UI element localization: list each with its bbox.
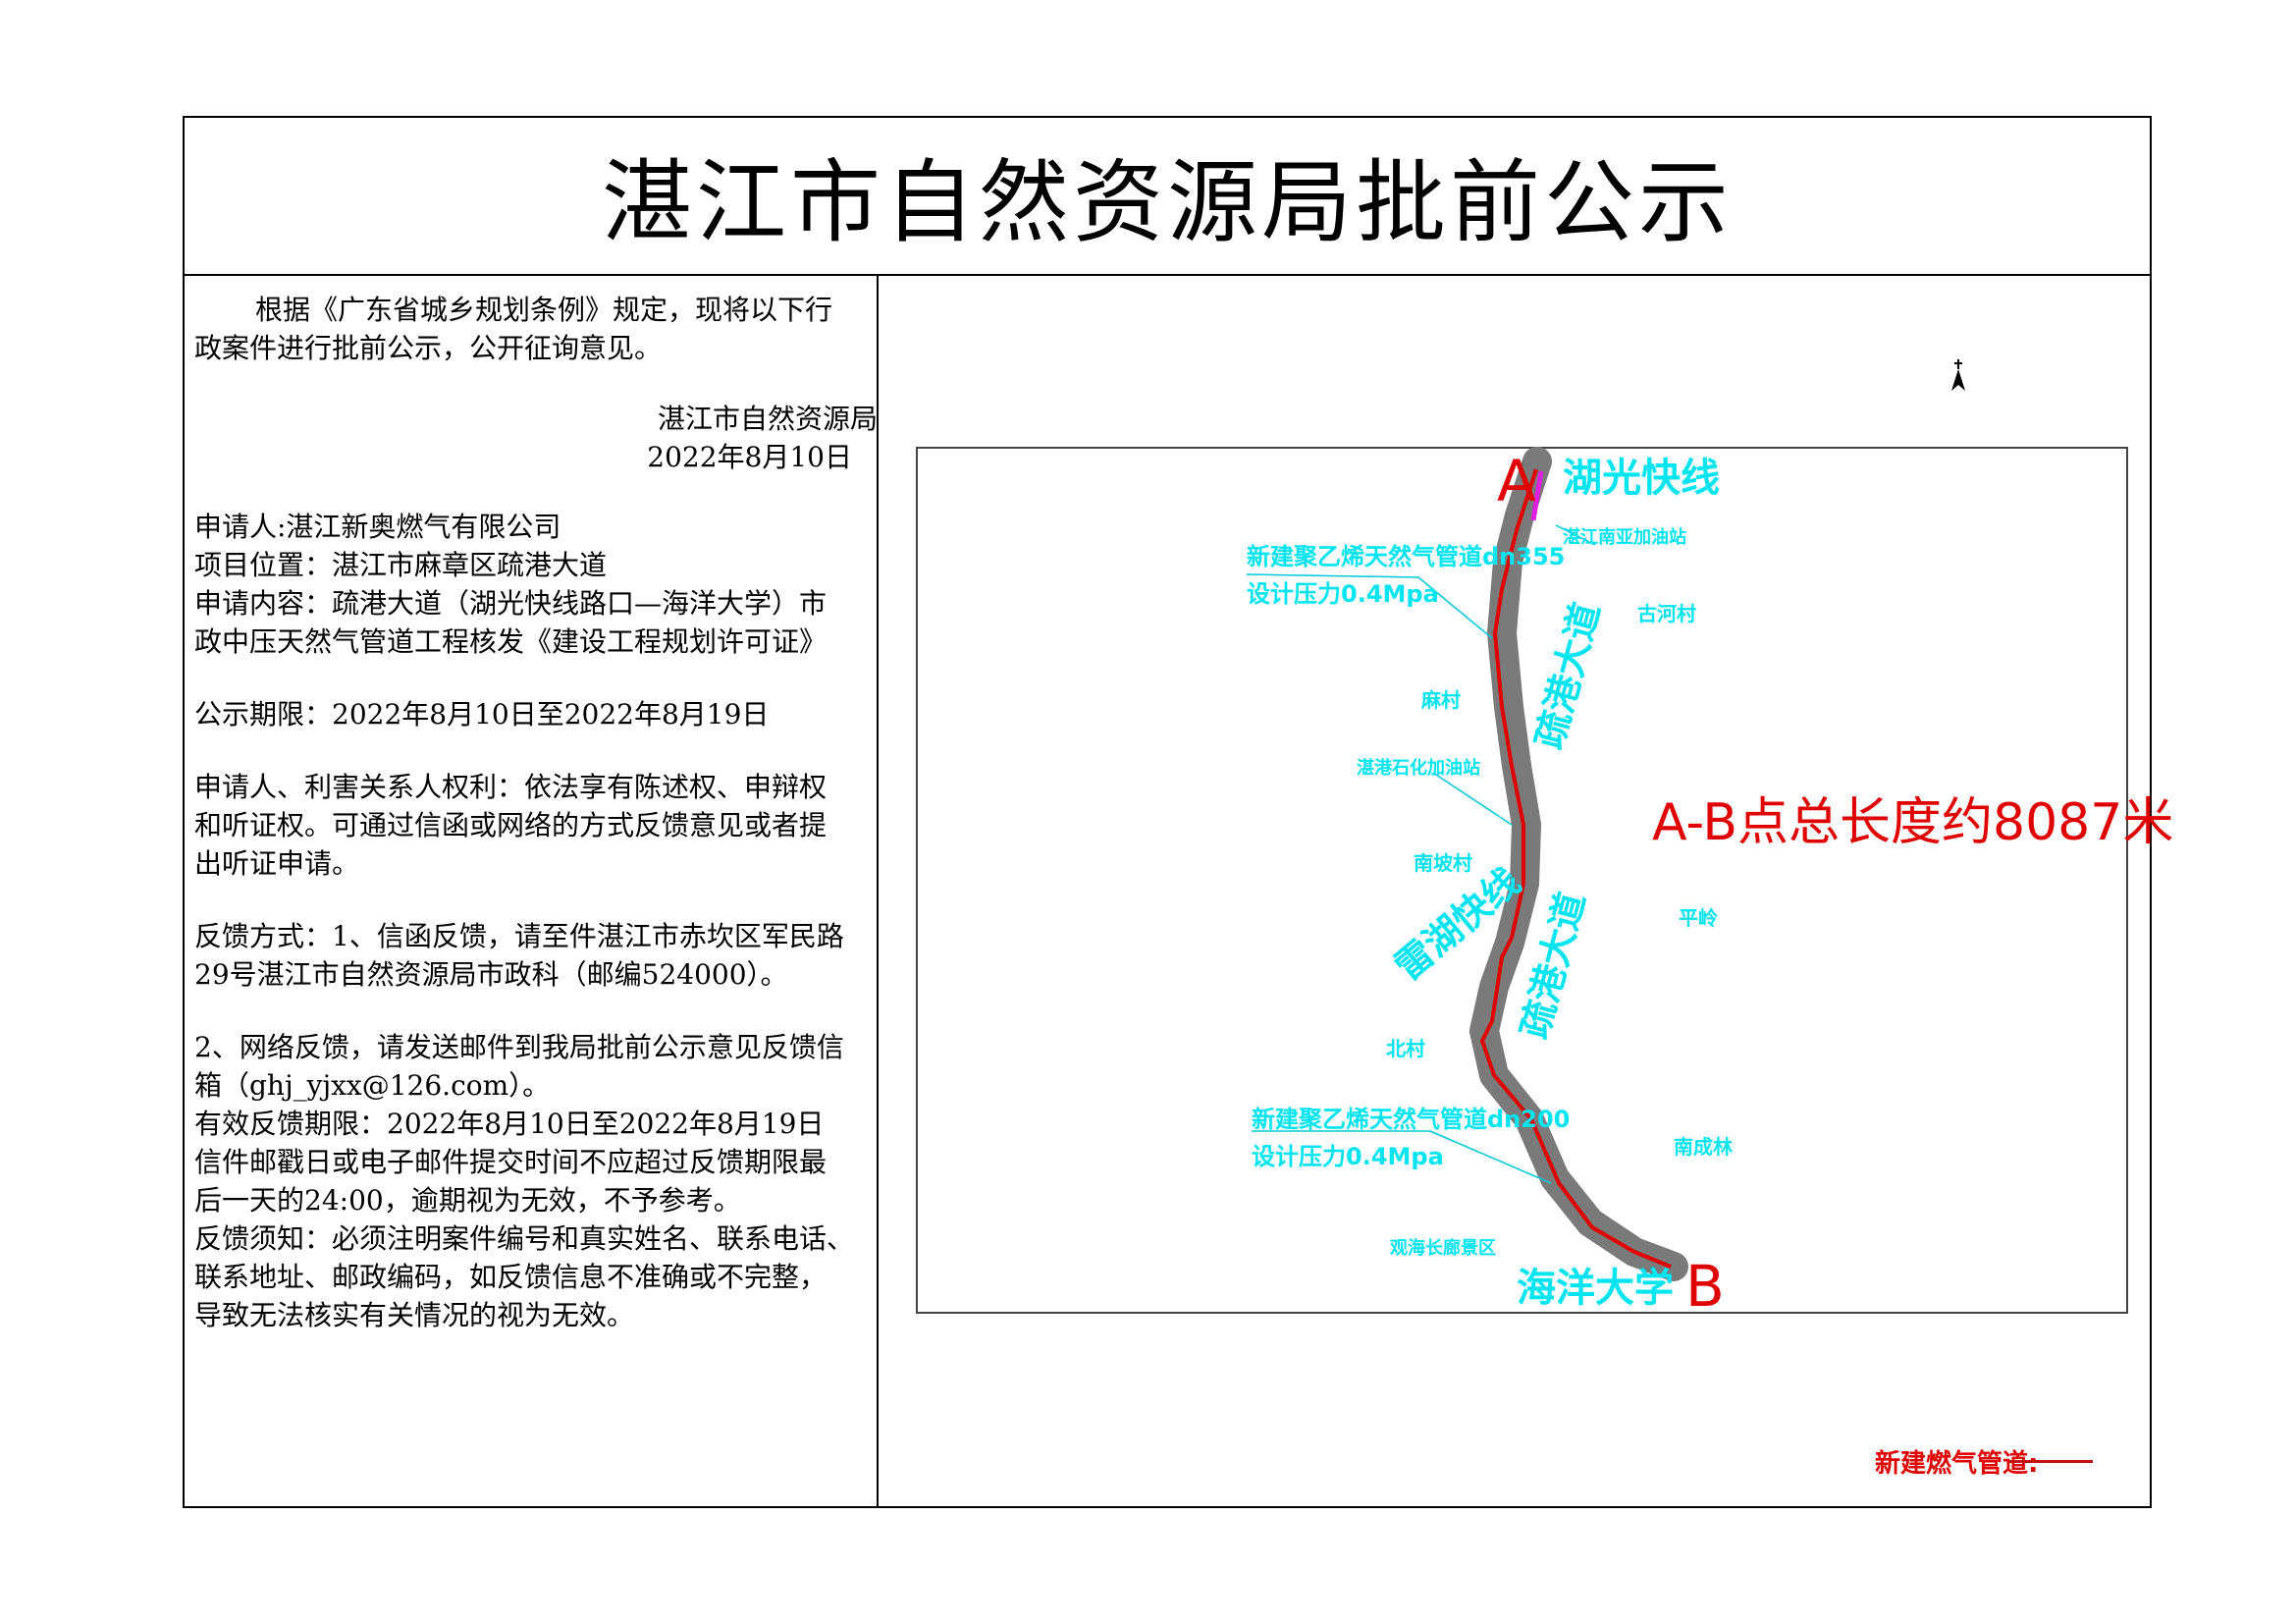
- period: 公示期限：2022年8月10日至2022年8月19日: [194, 698, 770, 731]
- road-label-huguang: 湖光快线: [1563, 456, 1720, 501]
- university-label: 海洋大学: [1517, 1266, 1674, 1311]
- road-label-shugang: 疏港大道: [1527, 598, 1608, 753]
- feedback-line: 联系地址、邮政编码，如反馈信息不准确或不完整，: [194, 1261, 828, 1293]
- rights-line: 申请人、利害关系人权利：依法享有陈述权、申辩权: [194, 771, 828, 803]
- leader-line: [1246, 573, 1419, 578]
- total-length-label: A-B点总长度约8087米: [1652, 793, 2173, 852]
- pipe-pressure-label: 设计压力0.4Mpa: [1252, 1143, 1444, 1170]
- leader-line: [1429, 1130, 1552, 1184]
- title-row: 湛江市自然资源局批前公示: [183, 116, 2152, 276]
- feedback-line: 导致无法核实有关情况的视为无效。: [194, 1299, 635, 1331]
- existing-pipe: [1530, 470, 1544, 521]
- road-corridor: [1469, 447, 1688, 1281]
- scenic-label: 观海长廊景区: [1390, 1237, 1496, 1259]
- new-gas-pipe: [1480, 468, 1672, 1269]
- applicant: 申请人:湛江新奥燃气有限公司: [194, 511, 561, 543]
- village-label: 麻村: [1420, 688, 1461, 712]
- gas-station-label: 湛港石化加油站: [1357, 757, 1480, 779]
- village-label: 南坡村: [1414, 851, 1472, 875]
- legend-label: 新建燃气管道:: [1875, 1449, 2039, 1479]
- village-label: 南成林: [1674, 1135, 1733, 1159]
- feedback-line: 后一天的24:00，逾期视为无效，不予参考。: [194, 1184, 741, 1217]
- leader-line: [1432, 772, 1513, 826]
- pipe-spec-label: 新建聚乙烯天然气管道dn200: [1252, 1106, 1570, 1133]
- village-label: 平岭: [1679, 906, 1718, 930]
- feedback-line: 信件邮戳日或电子邮件提交时间不应超过反馈期限最: [194, 1146, 828, 1178]
- village-label: 古河村: [1637, 602, 1696, 625]
- feedback-line: 反馈方式：1、信函反馈，请至件湛江市赤坎区军民路: [194, 920, 844, 952]
- pipe-pressure-label: 设计压力0.4Mpa: [1247, 580, 1439, 608]
- intro-line: 政案件进行批前公示，公开征询意见。: [194, 332, 663, 364]
- issue-date: 2022年8月10日: [647, 441, 852, 473]
- rights-line: 出听证申请。: [194, 847, 360, 880]
- legend-pipe-swatch: [2009, 1460, 2093, 1463]
- point-b-label: B: [1685, 1253, 1725, 1320]
- village-label: 北村: [1386, 1037, 1425, 1060]
- feedback-line: 反馈须知：必须注明案件编号和真实姓名、联系电话、: [194, 1222, 855, 1255]
- feedback-line: 2、网络反馈，请发送邮件到我局批前公示意见反馈信: [194, 1031, 844, 1063]
- notice-text: 根据《广东省城乡规划条例》规定，现将以下行 政案件进行批前公示，公开征询意见。 …: [194, 291, 881, 1334]
- leader-line: [1417, 576, 1493, 639]
- location: 项目位置：湛江市麻章区疏港大道: [194, 549, 608, 581]
- feedback-line: 29号湛江市自然资源局市政科（邮编524000）。: [194, 958, 788, 991]
- column-divider: [877, 276, 879, 1508]
- pipe-spec-label: 新建聚乙烯天然气管道dn355: [1247, 543, 1565, 570]
- rights-line: 和听证权。可通过信函或网络的方式反馈意见或者提: [194, 809, 828, 841]
- gas-station-label: 湛江南亚加油站: [1563, 526, 1686, 548]
- intro-line: 根据《广东省城乡规划条例》规定，现将以下行: [255, 294, 833, 326]
- notice-frame: [183, 116, 2152, 1508]
- issuer: 湛江市自然资源局: [657, 403, 878, 435]
- feedback-line: 有效反馈期限：2022年8月10日至2022年8月19日: [194, 1108, 825, 1140]
- leader-line: [1555, 524, 1596, 546]
- content-line: 申请内容：疏港大道（湖光快线路口—海洋大学）市: [194, 587, 828, 620]
- north-arrow-icon: [1951, 359, 1965, 391]
- content-line: 政中压天然气管道工程核发《建设工程规划许可证》: [194, 625, 828, 658]
- page-title: 湛江市自然资源局批前公示: [601, 150, 1733, 255]
- map-frame: [916, 447, 2128, 1314]
- email-line: 箱（ghj_yjxx@126.com）。: [194, 1069, 551, 1102]
- point-a-label: A: [1497, 448, 1536, 514]
